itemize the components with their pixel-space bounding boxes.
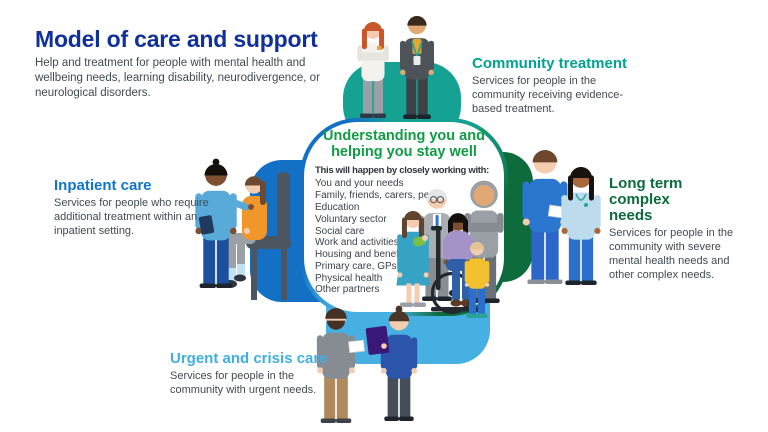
section-heading-inpatient: Inpatient care xyxy=(54,177,152,194)
centre-partner-list: You and your needs Family, friends, care… xyxy=(315,178,504,296)
section-description-inpatient: Services for people who require addition… xyxy=(54,196,209,237)
section-long-term-complex-needs: Long term complex needs Services for peo… xyxy=(609,176,755,283)
list-item: Work and activities xyxy=(315,237,399,249)
page-title: Model of care and support xyxy=(35,26,318,52)
list-item: Social care xyxy=(315,225,365,237)
page-title-block: Model of care and support Help and treat… xyxy=(35,27,353,101)
centre-panel: Understanding you and helping you stay w… xyxy=(300,118,508,316)
list-item: Housing and benefits xyxy=(315,249,409,261)
section-urgent-crisis-care: Urgent and crisis care Services for peop… xyxy=(170,351,370,398)
list-item: Voluntary sector xyxy=(315,213,387,225)
page-subtitle: Help and treatment for people with menta… xyxy=(35,57,320,100)
section-description-longterm: Services for people in the community wit… xyxy=(609,226,734,281)
list-item: You and your needs xyxy=(315,178,404,190)
list-item: Physical health xyxy=(315,272,383,284)
section-description-urgent: Services for people in the community wit… xyxy=(170,369,317,396)
centre-heading: Understanding you and helping you stay w… xyxy=(323,128,485,160)
section-description-community: Services for people in the community rec… xyxy=(472,74,624,115)
centre-intro: This will happen by closely working with… xyxy=(315,165,490,177)
section-inpatient-care: Inpatient care Services for people who r… xyxy=(54,178,226,239)
section-heading-longterm: Long term complex needs xyxy=(609,175,683,224)
list-item: Primary care, GPs xyxy=(315,260,397,272)
section-heading-community: Community treatment xyxy=(472,55,628,72)
list-item: Education xyxy=(315,201,360,213)
section-community-treatment: Community treatment Services for people … xyxy=(472,56,630,117)
list-item: Other partners xyxy=(315,284,380,296)
section-heading-urgent: Urgent and crisis care xyxy=(170,350,328,367)
list-item: Family, friends, carers, peers xyxy=(315,190,444,202)
